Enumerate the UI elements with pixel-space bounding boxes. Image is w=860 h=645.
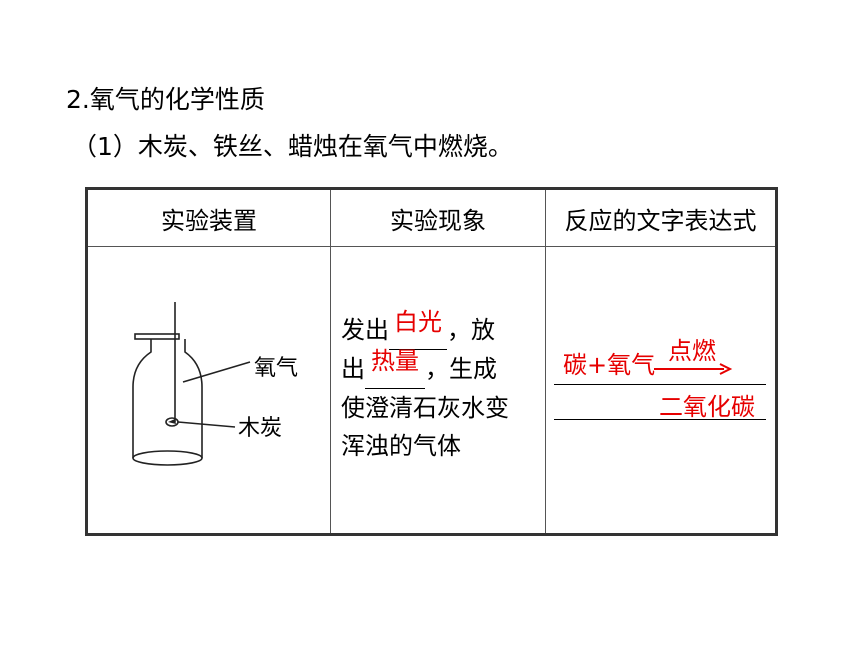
gas-bottle-diagram bbox=[132, 302, 251, 466]
bottle-lid bbox=[134, 333, 180, 340]
bottle-base bbox=[132, 450, 203, 466]
label-oxygen: 氧气 bbox=[254, 356, 299, 381]
obs-text: ，放 bbox=[447, 316, 495, 344]
equation-reactants: 碳+氧气 bbox=[563, 351, 656, 379]
equation-product: 二氧化碳 bbox=[659, 393, 755, 421]
obs-line-3: 使澄清石灰水变 bbox=[341, 394, 509, 422]
reaction-arrow-icon bbox=[654, 363, 733, 375]
experiment-table: 实验装置 实验现象 反应的文字表达式 bbox=[85, 187, 778, 536]
reaction-condition: 点燃 bbox=[668, 337, 716, 365]
gas-leader-line bbox=[182, 361, 251, 383]
fill-blank-2: 热量 bbox=[365, 347, 425, 389]
equation-cell: 碳+氧气 点燃 二氧化碳 bbox=[545, 246, 777, 535]
subsection-heading: （1）木炭、铁丝、蜡烛在氧气中燃烧。 bbox=[72, 132, 513, 161]
label-charcoal: 木炭 bbox=[238, 416, 283, 441]
obs-text: ，生成 bbox=[425, 355, 497, 383]
answer-line-2 bbox=[554, 419, 766, 420]
phenomenon-cell: 发出 白光，放 出 热量，生成 使澄清石灰水变 浑浊的气体 bbox=[330, 246, 546, 535]
answer-white-light: 白光 bbox=[394, 308, 442, 336]
section-heading: 2.氧气的化学性质 bbox=[66, 85, 265, 114]
answer-line-1 bbox=[554, 384, 766, 385]
header-equation: 反应的文字表达式 bbox=[545, 188, 777, 247]
table-header-row: 实验装置 实验现象 反应的文字表达式 bbox=[86, 188, 777, 247]
header-apparatus: 实验装置 bbox=[86, 188, 331, 247]
observation-text: 发出 白光，放 出 热量，生成 使澄清石灰水变 浑浊的气体 bbox=[341, 308, 509, 465]
obs-text: 发出 bbox=[341, 316, 389, 344]
fill-blank-1: 白光 bbox=[389, 308, 447, 350]
table-row: 氧气 木炭 发出 白光，放 出 热量，生成 使澄清石灰水变 浑浊的气体 碳+氧气… bbox=[86, 246, 777, 535]
obs-line-4: 浑浊的气体 bbox=[341, 432, 461, 460]
bottle-neck bbox=[132, 339, 152, 388]
obs-text: 出 bbox=[341, 355, 365, 383]
header-phenomenon: 实验现象 bbox=[330, 188, 546, 247]
charcoal-leader-line bbox=[177, 421, 236, 428]
apparatus-cell: 氧气 木炭 bbox=[86, 246, 331, 535]
answer-heat: 热量 bbox=[371, 347, 419, 375]
